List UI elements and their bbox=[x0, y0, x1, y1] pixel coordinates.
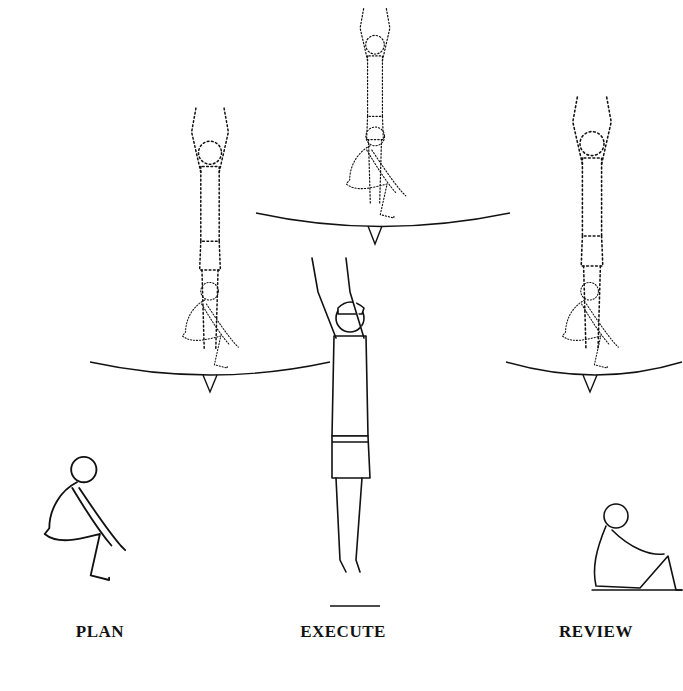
sitting-boy bbox=[592, 504, 682, 590]
spinning-top-execute bbox=[256, 8, 510, 244]
phase-label: PLAN bbox=[76, 622, 124, 642]
jumping-boy bbox=[312, 258, 380, 606]
phase-label: EXECUTE bbox=[300, 622, 386, 642]
spinning-top-plan bbox=[90, 107, 330, 392]
crouching-boy bbox=[45, 457, 126, 580]
spinning-top-review bbox=[506, 96, 682, 392]
phase-label: REVIEW bbox=[559, 622, 633, 642]
